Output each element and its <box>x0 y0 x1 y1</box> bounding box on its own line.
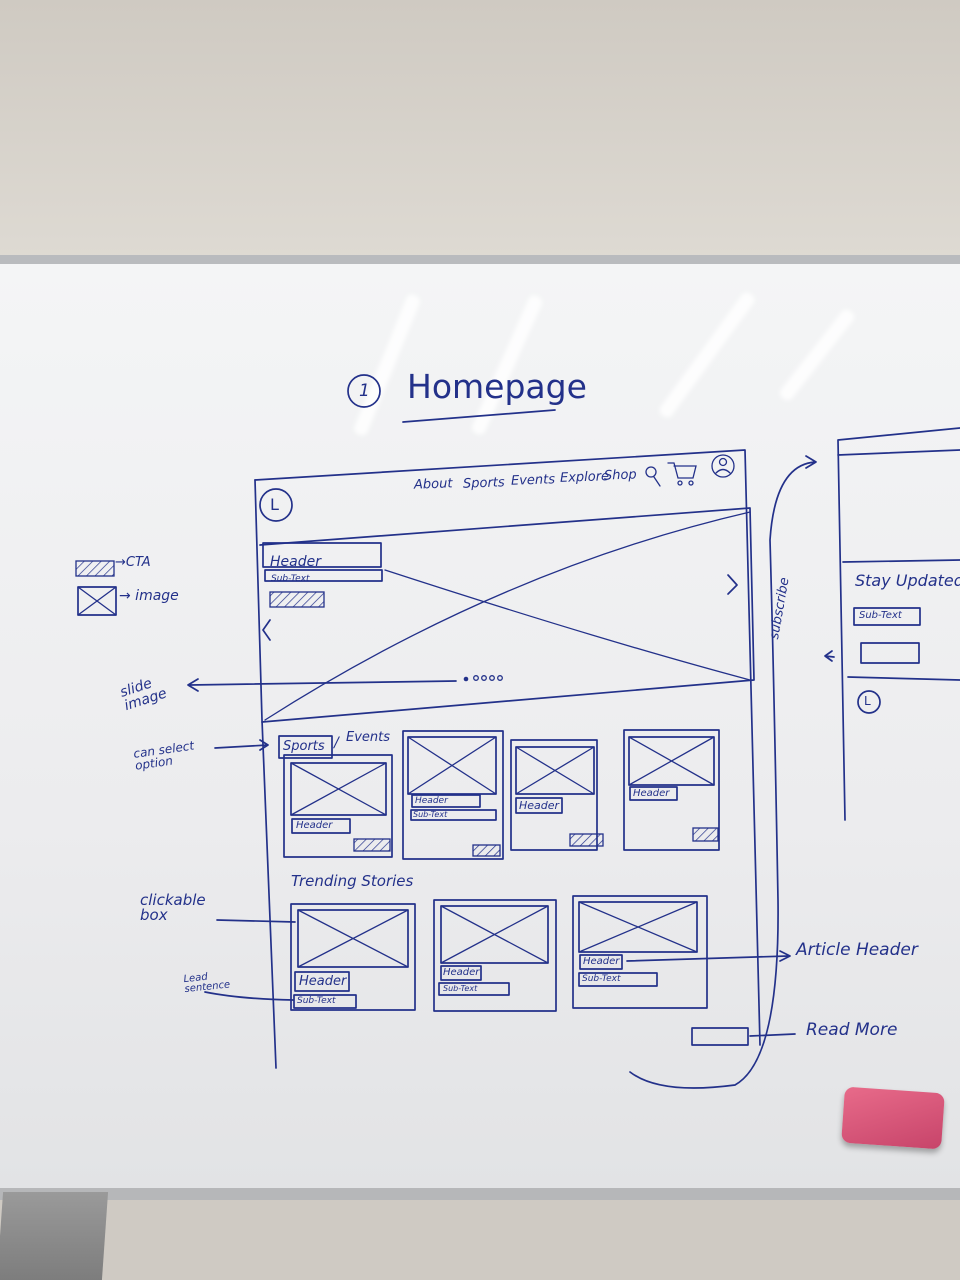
user-icon <box>711 454 735 478</box>
event-card-header: Header <box>296 820 333 831</box>
tab-sports[interactable] <box>278 735 333 759</box>
nav-item-explore[interactable]: Explore <box>559 469 610 486</box>
subscribe-pointer <box>824 650 835 662</box>
trending-card[interactable] <box>290 903 416 1011</box>
event-card-header: Header <box>633 788 670 799</box>
trending-card[interactable] <box>572 895 708 1009</box>
trending-title: Trending Stories <box>291 872 414 890</box>
annotation-read-more: Read More <box>806 1020 898 1040</box>
floor <box>0 1200 960 1280</box>
subscribe-panel <box>837 427 960 821</box>
nav-item-about[interactable]: About <box>413 476 453 493</box>
read-more-button[interactable] <box>691 1027 749 1046</box>
subscribe-subtext-box <box>853 607 921 626</box>
legend-cta-swatch <box>75 560 115 577</box>
lead-arrow <box>204 991 294 1001</box>
legend-image-swatch <box>77 586 117 616</box>
select-arrow <box>214 739 269 751</box>
step-circle <box>347 374 381 408</box>
event-card[interactable] <box>623 729 720 851</box>
title-underline <box>402 409 556 423</box>
annotation-article-header: Article Header <box>796 940 918 960</box>
hero-subtext: Sub-Text <box>271 574 310 584</box>
step-number: 1 <box>359 381 370 401</box>
event-card-subtext: Sub-Text <box>413 810 448 819</box>
slide-arrow <box>187 678 457 692</box>
hero-subtext-box <box>264 569 383 582</box>
wall <box>0 0 960 260</box>
article-header-arrow <box>626 950 791 962</box>
trending-card-header: Header <box>299 974 347 989</box>
wireframe-frame <box>254 449 761 1046</box>
tab-events[interactable]: Events <box>346 730 391 745</box>
hero-header: Header <box>270 554 321 570</box>
panel-logo-circle <box>857 690 881 714</box>
tab-separator: / <box>334 735 339 751</box>
subscribe-input[interactable] <box>860 642 920 664</box>
panel-logo-letter: L <box>864 694 871 708</box>
chevron-left-icon[interactable] <box>262 619 271 641</box>
event-card[interactable] <box>510 739 604 851</box>
subscribe-subtext: Sub-Text <box>859 610 902 621</box>
nav-item-events[interactable]: Events <box>510 472 556 489</box>
subscribe-arrow <box>629 455 817 1089</box>
tab-sports-label: Sports <box>283 739 325 754</box>
trending-card-subtext: Sub-Text <box>443 984 478 993</box>
whiteboard-eraser <box>841 1086 945 1150</box>
logo-letter: L <box>270 495 279 514</box>
logo-circle <box>259 488 293 522</box>
read-more-arrow <box>749 1033 796 1037</box>
hero-header-box <box>262 542 382 568</box>
trending-card[interactable] <box>433 899 557 1012</box>
trending-card-header: Header <box>583 956 620 967</box>
hero-image <box>259 507 755 723</box>
search-icon <box>645 466 661 487</box>
cart-icon <box>667 462 697 486</box>
event-card[interactable] <box>283 754 393 858</box>
trending-card-subtext: Sub-Text <box>582 974 621 984</box>
trending-card-header: Header <box>443 967 480 978</box>
subscribe-title: Stay Updated <box>855 571 960 590</box>
page-title: Homepage <box>407 367 587 406</box>
legend-image-label: → image <box>119 588 179 604</box>
nav-item-shop[interactable]: Shop <box>603 467 637 484</box>
event-card-header: Header <box>415 796 448 806</box>
legend-cta-label: →CTA <box>115 555 151 570</box>
clickable-arrow <box>216 919 296 923</box>
trending-card-subtext: Sub-Text <box>297 996 336 1006</box>
nav-item-sports[interactable]: Sports <box>462 475 505 492</box>
slide-dots <box>463 675 503 682</box>
chevron-right-icon[interactable] <box>727 574 738 595</box>
event-card-header: Header <box>519 799 560 812</box>
hero-cta-button <box>269 591 325 608</box>
event-card[interactable] <box>402 730 504 860</box>
annotation-clickable-box: clickable box <box>140 891 206 924</box>
